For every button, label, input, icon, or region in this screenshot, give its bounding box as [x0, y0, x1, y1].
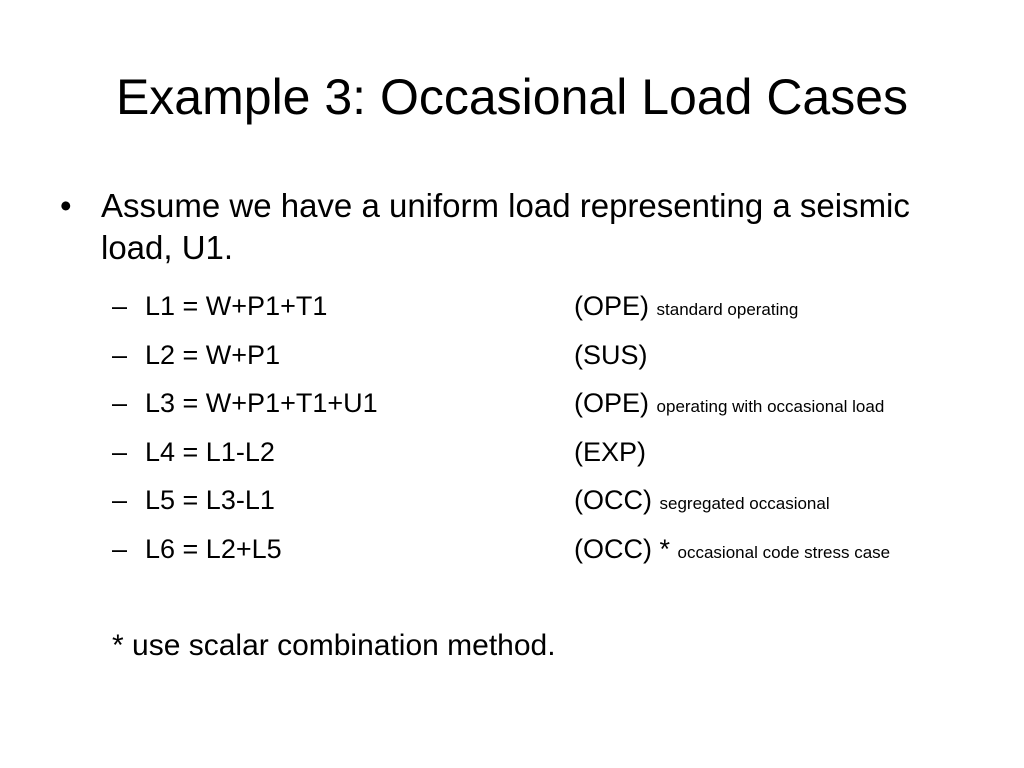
load-case-note: standard operating — [656, 300, 799, 319]
bullet-text: Assume we have a uniform load representi… — [101, 187, 910, 266]
load-case-type: (OCC) * occasional code stress case — [574, 531, 890, 571]
load-case-type-label: (OPE) — [574, 291, 650, 321]
load-case-type: (OPE) operating with occasional load — [574, 385, 884, 425]
slide-title: Example 3: Occasional Load Cases — [115, 69, 909, 125]
load-case-type-label: (OPE) — [574, 388, 650, 419]
load-case-item: – L3 = W+P1+T1+U1 (OPE) operating with o… — [112, 385, 1012, 434]
load-case-formula: L4 = L1-L2 — [145, 436, 275, 467]
load-case-item: – L4 = L1-L2 (EXP) — [112, 434, 1012, 483]
load-case-formula: L1 = W+P1+T1 — [145, 291, 328, 321]
footnote: * use scalar combination method. — [112, 629, 556, 662]
dash-icon: – — [112, 388, 128, 419]
load-case-type: (EXP) — [574, 434, 646, 474]
load-case-item: – L2 = W+P1 (SUS) — [112, 337, 1012, 386]
load-case-type-label: (EXP) — [574, 436, 647, 467]
load-case-type: (OPE) standard operating — [574, 288, 798, 328]
load-case-item: – L6 = L2+L5 (OCC) * occasional code str… — [112, 531, 1012, 580]
load-case-item: – L5 = L3-L1 (OCC) segregated occasional — [112, 482, 1012, 531]
bullet-icon: • — [60, 187, 72, 224]
load-case-type: (SUS) — [574, 337, 648, 377]
load-case-formula: L3 = W+P1+T1+U1 — [145, 388, 378, 419]
load-case-formula: L5 = L3-L1 — [145, 485, 275, 516]
dash-icon: – — [112, 533, 128, 564]
load-case-note: segregated occasional — [659, 494, 830, 514]
dash-icon: – — [112, 485, 128, 516]
load-case-note: operating with occasional load — [656, 397, 885, 417]
load-case-formula: L2 = W+P1 — [145, 339, 281, 370]
load-case-list: – L1 = W+P1+T1 (OPE) standard operating … — [112, 288, 1012, 580]
load-case-type-label: (OCC) — [574, 485, 652, 516]
load-case-item: – L1 = W+P1+T1 (OPE) standard operating — [112, 288, 1012, 337]
dash-icon: – — [112, 339, 128, 370]
load-case-note: occasional code stress case — [677, 542, 891, 562]
load-case-type-label: (SUS) — [574, 339, 648, 370]
load-case-formula: L6 = L2+L5 — [145, 533, 282, 564]
dash-icon: – — [112, 291, 128, 321]
dash-icon: – — [112, 436, 128, 467]
load-case-type-label: (OCC) * — [574, 533, 670, 564]
load-case-type: (OCC) segregated occasional — [574, 482, 830, 522]
